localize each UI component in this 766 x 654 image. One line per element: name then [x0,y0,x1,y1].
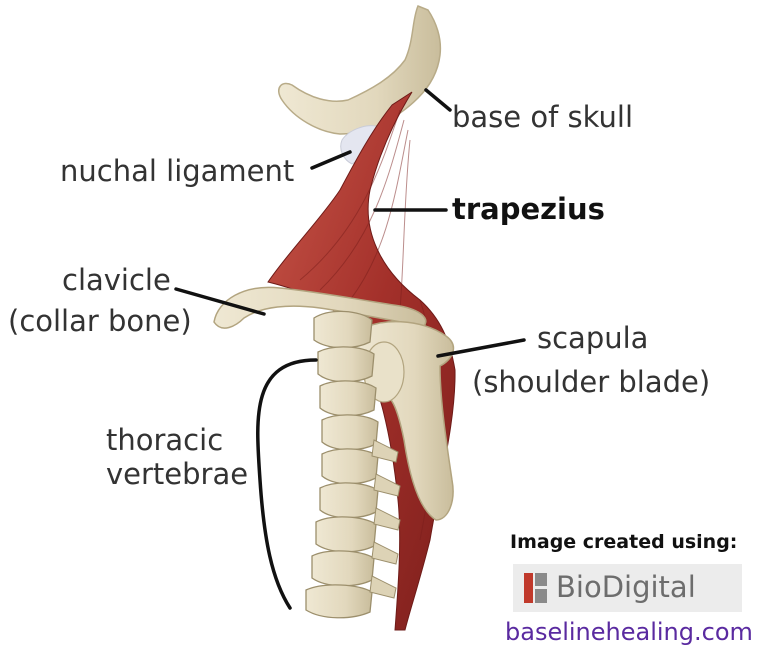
label-base-of-skull: base of skull [452,100,634,134]
biodigital-logo [513,564,742,612]
biodigital-logo-icon [524,573,547,603]
leader-nuchal-ligament [310,150,352,170]
biodigital-logo-text: BioDigital [556,570,696,604]
leader-lines [174,88,526,610]
label-scapula: scapula [537,321,649,355]
trapezius-muscle [267,91,456,631]
credit-caption: Image created using: [510,531,738,553]
website-link[interactable]: baselinehealing.com [505,618,753,646]
label-vertebrae: vertebrae [106,457,249,491]
thoracic-spine [305,310,379,619]
leader-scapula [436,338,526,358]
label-collar-bone: (collar bone) [8,304,192,338]
bracket-thoracic-vertebrae [256,358,318,610]
leader-clavicle [174,287,266,316]
spinous-processes [369,439,401,599]
label-thoracic: thoracic [106,423,224,457]
skull-base [278,5,442,135]
leader-base-of-skull [424,88,452,112]
label-clavicle: clavicle [62,263,171,297]
label-trapezius: trapezius [452,192,605,226]
label-shoulder-blade: (shoulder blade) [472,365,711,399]
label-nuchal-ligament: nuchal ligament [60,154,295,188]
